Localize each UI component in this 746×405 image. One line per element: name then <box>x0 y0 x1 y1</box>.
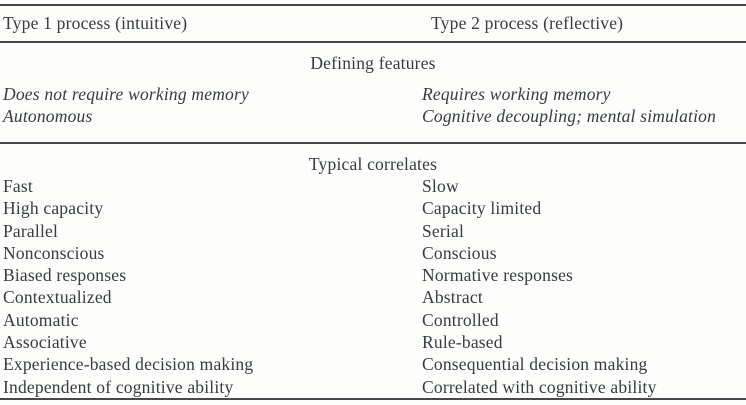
table-cell-left: Independent of cognitive ability <box>3 376 234 397</box>
table-row: High capacity Capacity limited <box>0 197 746 219</box>
typical-correlates-rows: Fast Slow High capacity Capacity limited… <box>0 175 746 398</box>
table-cell-right: Requires working memory <box>422 84 611 104</box>
table-cell-right: Rule-based <box>422 332 503 353</box>
table-row: Nonconscious Conscious <box>0 242 746 264</box>
table-row: Parallel Serial <box>0 220 746 242</box>
table-cell-right: Correlated with cognitive ability <box>422 376 657 397</box>
horizontal-rule-under-header <box>0 41 746 43</box>
table-cell-right: Serial <box>422 220 465 241</box>
table-cell-left: Associative <box>3 332 87 353</box>
table-row: Independent of cognitive ability Correla… <box>0 376 746 398</box>
table-cell-left: High capacity <box>3 198 104 219</box>
dual-process-table: Type 1 process (intuitive) Type 2 proces… <box>0 4 746 400</box>
table-cell-right: Slow <box>422 176 459 196</box>
table-cell-left: Does not require working memory <box>3 84 249 104</box>
horizontal-rule-bottom <box>0 397 746 400</box>
table-row: Autonomous Cognitive decoupling; mental … <box>0 106 746 128</box>
table-cell-right: Capacity limited <box>422 198 542 219</box>
table-cell-left: Automatic <box>3 309 79 330</box>
table-cell-right: Abstract <box>422 287 483 308</box>
column-header-type2: Type 2 process (reflective) <box>431 13 624 33</box>
horizontal-rule-top <box>0 4 746 6</box>
table-cell-right: Controlled <box>422 309 499 330</box>
table-row: Associative Rule-based <box>0 331 746 353</box>
table-row: Experience-based decision making Consequ… <box>0 353 746 375</box>
table-cell-right: Normative responses <box>422 265 574 286</box>
horizontal-rule-above-correlates <box>0 142 746 144</box>
table-cell-left: Parallel <box>3 220 59 241</box>
table-cell-left: Autonomous <box>3 105 93 126</box>
table-row: Does not require working memory Requires… <box>0 84 746 106</box>
table-row: Fast Slow <box>0 175 746 197</box>
table-cell-right: Conscious <box>422 242 497 263</box>
table-cell-left: Experience-based decision making <box>3 354 254 375</box>
table-cell-left: Contextualized <box>3 287 112 308</box>
table-cell-left: Fast <box>3 176 33 196</box>
table-row: Biased responses Normative responses <box>0 264 746 286</box>
column-header-type1: Type 1 process (intuitive) <box>3 13 188 33</box>
table-cell-left: Biased responses <box>3 265 127 286</box>
table-cell-left: Nonconscious <box>3 242 105 263</box>
table-row: Contextualized Abstract <box>0 286 746 308</box>
table-header-row: Type 1 process (intuitive) Type 2 proces… <box>0 6 746 41</box>
section-title-typical-correlates: Typical correlates <box>308 154 438 174</box>
table-cell-right: Cognitive decoupling; mental simulation <box>422 105 717 126</box>
defining-features-rows: Does not require working memory Requires… <box>0 84 746 127</box>
table-cell-right: Consequential decision making <box>422 354 648 375</box>
table-row: Automatic Controlled <box>0 309 746 331</box>
section-title-defining-features: Defining features <box>310 53 436 73</box>
